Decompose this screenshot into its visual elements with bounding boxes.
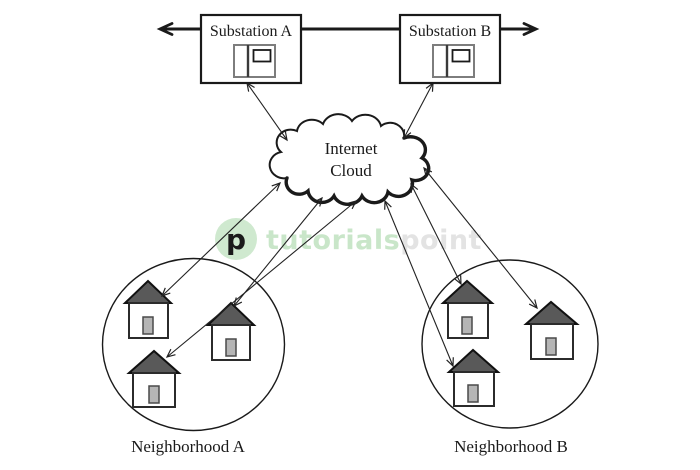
house-door — [225, 338, 237, 357]
house-door — [148, 385, 160, 404]
internet-cloud: Internet Cloud — [268, 113, 431, 207]
connector-cloud-house-b2 — [423, 166, 538, 310]
cloud-shape — [268, 113, 430, 206]
neighborhood-a-label: Neighborhood A — [131, 437, 246, 456]
substation-b-label: Substation B — [409, 23, 491, 40]
cloud-label-line1: Internet — [325, 139, 378, 158]
neighborhood-b-label: Neighborhood B — [454, 437, 568, 456]
connector-cloud-substation-a — [246, 81, 288, 142]
cloud-shadow-edge — [284, 135, 431, 207]
icon-panel — [451, 49, 471, 63]
house-door — [467, 384, 479, 403]
substation-a-label: Substation A — [210, 23, 293, 40]
watermark-logo-glyph: p — [226, 223, 246, 256]
substation-a: Substation A — [199, 13, 303, 85]
house-door — [545, 337, 557, 356]
watermark-brand-primary: tutorials — [266, 225, 400, 256]
house-door — [461, 316, 473, 335]
connector-cloud-house-a3 — [165, 200, 358, 358]
icon-panel — [252, 49, 272, 63]
house — [126, 349, 182, 408]
watermark-text: tutorialspoint — [266, 225, 482, 256]
watermark-brand-secondary: point — [400, 225, 482, 256]
watermark: p tutorialspoint — [215, 218, 482, 260]
house-door — [142, 316, 154, 335]
connector-cloud-substation-b — [403, 81, 434, 140]
substation-icon — [233, 44, 276, 78]
neighborhood-a-circle — [101, 257, 286, 432]
substation-icon — [432, 44, 475, 78]
house — [446, 348, 501, 407]
cloud-label-line2: Cloud — [330, 161, 372, 180]
substation-a-rect — [199, 13, 303, 85]
substation-b: Substation B — [398, 13, 502, 85]
house — [523, 300, 580, 360]
